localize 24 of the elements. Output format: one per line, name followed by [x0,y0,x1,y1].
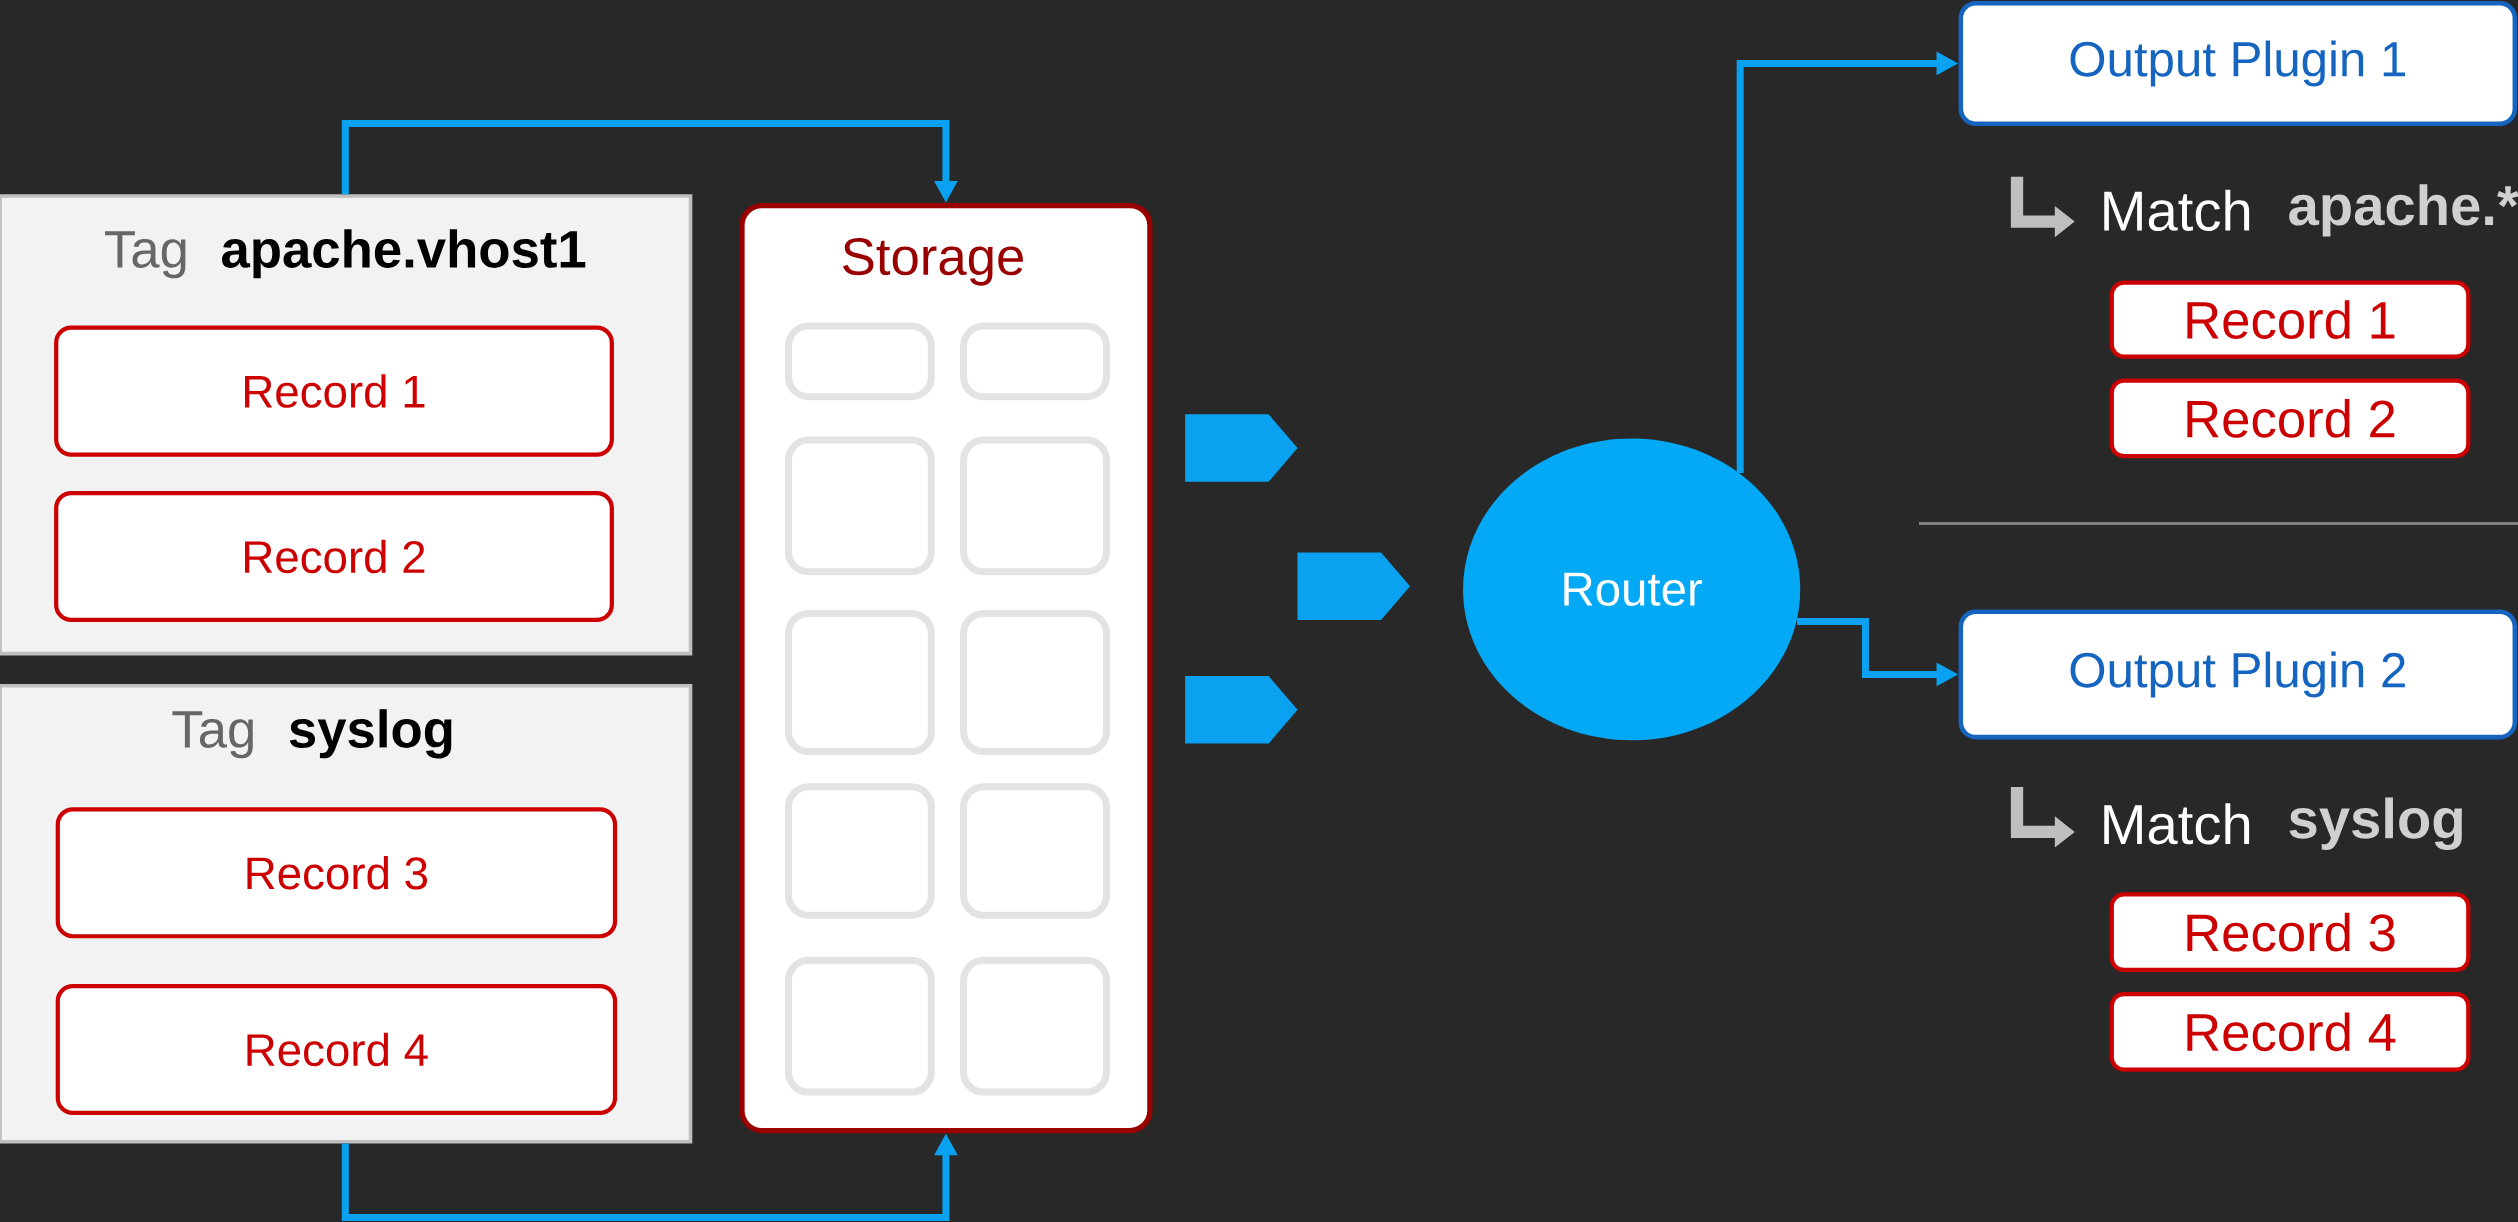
record-box: Record 2 [54,490,614,622]
record-box: Record 2 [2109,378,2471,459]
record-box: Record 3 [55,807,618,939]
storage-slot [960,783,1110,919]
record-box: Record 1 [2109,280,2471,359]
match-keyword: Match [2104,189,2250,231]
match-pattern: syslog [2289,797,2462,851]
storage-slot [960,322,1110,401]
storage-slot [960,956,1110,1096]
output-plugin-box: Output Plugin 2 [1958,609,2518,740]
storage-slot [784,609,935,755]
record-box: Record 1 [54,325,614,457]
match-keyword: Match [2104,803,2250,845]
record-box: Record 4 [2109,991,2471,1072]
storage-slot [960,609,1110,755]
match-pattern: apache.* [2289,184,2518,237]
record-box: Record 4 [55,983,618,1115]
output-plugin-box: Output Plugin 1 [1958,0,2518,126]
storage-slot [960,436,1110,576]
storage-slot [784,322,935,401]
record-box: Record 3 [2109,892,2471,972]
storage-slot [784,956,935,1096]
storage-slot [784,436,935,576]
storage-slot [784,783,935,919]
